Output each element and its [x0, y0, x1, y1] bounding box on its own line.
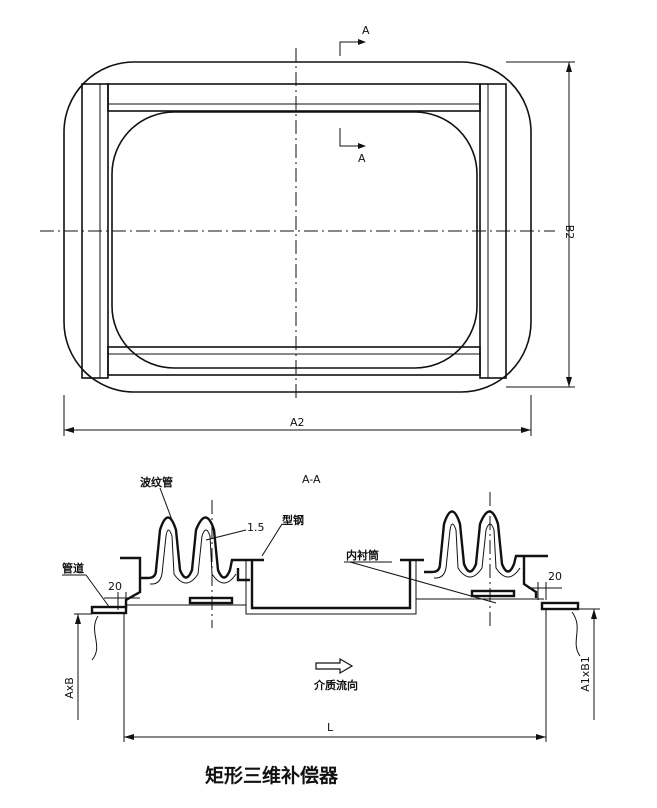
pipe-label: 管道 [62, 561, 84, 575]
dimension-20-right: 20 [528, 570, 562, 600]
section-mark-bottom: A [339, 128, 366, 165]
dimension-20-right-label: 20 [548, 570, 562, 583]
bellows-right [424, 510, 524, 579]
pipe-left [90, 605, 128, 742]
dimension-20-left-label: 20 [108, 580, 122, 593]
frame-bar-top [107, 83, 481, 112]
dimension-b2: B2 [506, 61, 576, 388]
frame [81, 83, 507, 379]
dimension-a1xb1: A1xB1 [578, 608, 600, 720]
inner-opening-outline [111, 111, 478, 369]
thickness-label: 1.5 [247, 521, 265, 534]
pipe-right [540, 601, 581, 742]
inner-sleeve-label: 内衬筒 [346, 548, 379, 562]
angle-steel-right [522, 554, 548, 598]
bellows-left [140, 516, 240, 585]
dimension-l: L [124, 721, 546, 740]
top-view: A A A2 B2 [40, 24, 576, 436]
section-title: A-A [302, 473, 321, 486]
section-mark-top: A [339, 24, 370, 56]
section-mark-bottom-label: A [358, 152, 366, 165]
frame-bar-bottom [107, 346, 481, 376]
dimension-axb: AxB [63, 613, 92, 720]
dimension-b2-label: B2 [563, 225, 576, 240]
inner-sleeve [126, 558, 544, 615]
dimension-a2: A2 [63, 395, 532, 436]
dimension-l-label: L [327, 721, 334, 734]
profile-steel-label: 型钢 [282, 513, 304, 527]
bellows-label: 波纹管 [140, 475, 173, 489]
section-view: A-A [62, 473, 600, 742]
dimension-20-left: 20 [104, 580, 140, 610]
dimension-a1xb1-label: A1xB1 [579, 656, 592, 692]
flow-direction-label: 介质流向 [313, 678, 358, 692]
section-mark-top-label: A [362, 24, 370, 37]
dimension-a2-label: A2 [290, 416, 305, 429]
outer-body-outline [63, 61, 532, 393]
flow-arrow-icon [315, 657, 354, 675]
dimension-axb-label: AxB [63, 677, 76, 699]
drawing-title: 矩形三维补偿器 [205, 764, 339, 787]
